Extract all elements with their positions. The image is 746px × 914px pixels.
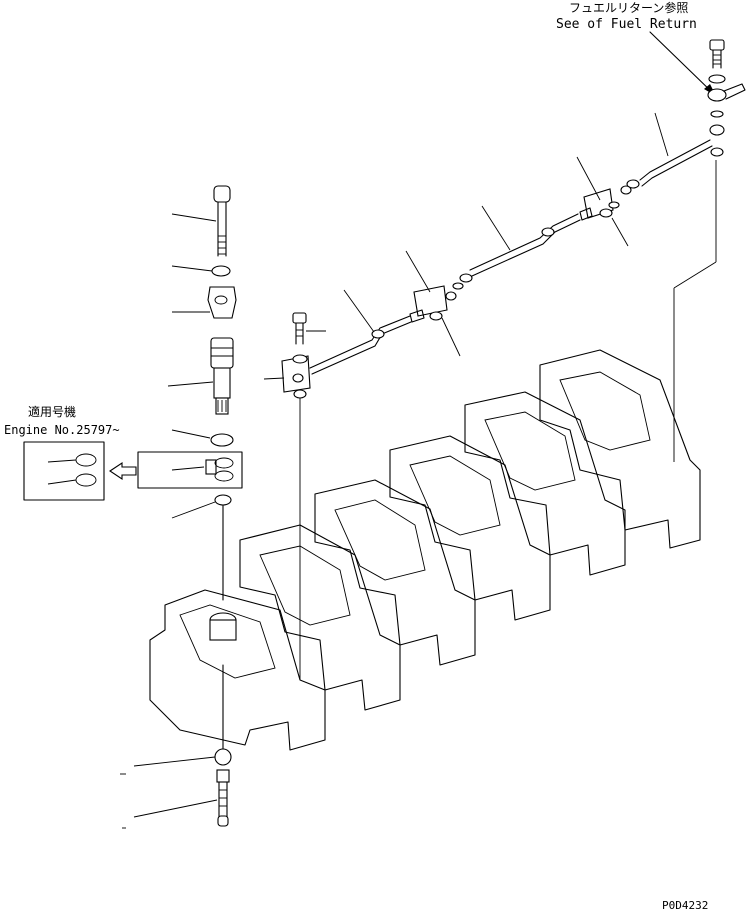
injector-holder-bolt xyxy=(213,185,231,257)
fuel-return-reference-jp: フュエルリターン参照 xyxy=(569,0,688,15)
glow-plug-nut xyxy=(214,664,232,766)
upper-gasket xyxy=(708,74,726,84)
cylinder-head-4 xyxy=(389,435,551,621)
glow-plug xyxy=(216,769,230,827)
fuel-return-reference-en: See of Fuel Return xyxy=(556,17,697,32)
drawing-code: P0D4232 xyxy=(662,899,708,912)
fuel-return-reference-arrow xyxy=(649,31,717,97)
fuel-pipe-lower xyxy=(309,315,412,375)
lower-gasket-b xyxy=(709,124,725,136)
cylinder-head-1 xyxy=(149,589,326,751)
arrow-left-icon xyxy=(109,461,137,481)
cylinder-head-2 xyxy=(239,524,401,711)
pipe-clamp-left xyxy=(281,354,311,393)
engine-number-label: Engine No.25797~ xyxy=(4,423,120,437)
clamp-bolt xyxy=(292,312,307,345)
leader-lines-left xyxy=(120,213,218,829)
pipe-clamp-middle xyxy=(409,285,457,323)
holder-washer xyxy=(211,265,231,277)
fuel-pipe-middle xyxy=(452,213,581,290)
current-part-box xyxy=(137,451,243,489)
cylinder-head-5 xyxy=(464,391,626,576)
leader-lines-right xyxy=(263,112,717,680)
injector-o-ring xyxy=(210,433,234,447)
fuel-pipe-upper xyxy=(620,139,713,195)
fuel-return-bolt xyxy=(709,39,725,69)
cylinder-head-3 xyxy=(314,479,476,666)
fuel-injector xyxy=(210,337,234,415)
pipe-clamp-right xyxy=(579,188,620,221)
lower-gasket-a xyxy=(710,110,724,118)
cylinder-head-6 xyxy=(539,349,701,549)
lower-gasket-c xyxy=(710,147,724,157)
engine-detail-box xyxy=(23,441,105,501)
return-pipe-joint xyxy=(707,83,746,102)
injector-clamp xyxy=(207,286,237,319)
clamp-washer xyxy=(293,389,307,399)
applicable-machine-label: 適用号機 xyxy=(28,404,76,419)
injector-seat xyxy=(214,494,232,601)
